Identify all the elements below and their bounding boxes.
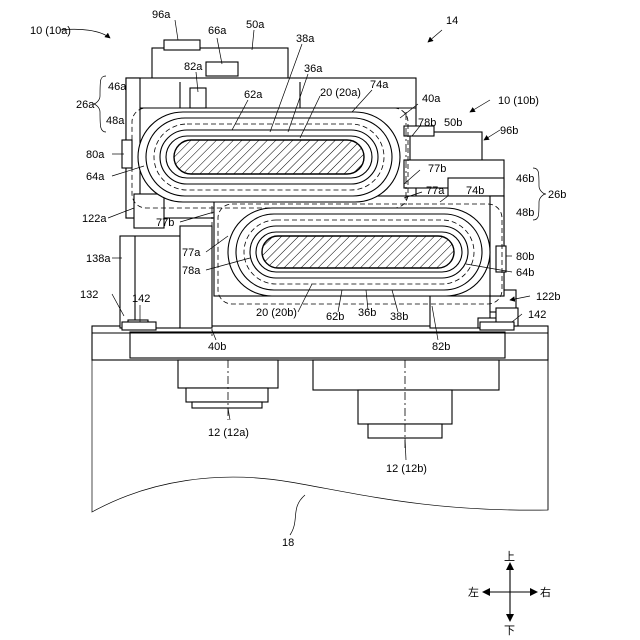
direction-compass: 上 下 左 右 — [468, 550, 551, 637]
compass-right: 右 — [540, 585, 551, 599]
label-26a: 26a — [76, 99, 95, 111]
label-62a: 62a — [244, 89, 263, 101]
label-18: 18 — [282, 537, 294, 549]
label-142-right: 142 — [528, 309, 546, 321]
label-10a: 10 (10a) — [30, 25, 71, 37]
base-plate-132 — [92, 326, 548, 360]
label-36a: 36a — [304, 63, 323, 75]
label-20b: 20 (20b) — [256, 307, 297, 319]
label-12a: 12 (12a) — [208, 427, 249, 439]
label-82a: 82a — [184, 61, 203, 73]
label-138a: 138a — [86, 253, 111, 265]
label-10b: 10 (10b) — [498, 95, 539, 107]
compass-up: 上 — [504, 550, 515, 563]
label-74b: 74b — [466, 185, 484, 197]
label-36b: 36b — [358, 307, 376, 319]
label-38a: 38a — [296, 33, 315, 45]
label-50b: 50b — [444, 117, 462, 129]
label-20a: 20 (20a) — [320, 87, 361, 99]
label-77a-right: 77a — [426, 185, 445, 197]
compass-down: 下 — [504, 624, 515, 637]
label-38b: 38b — [390, 311, 408, 323]
label-66a: 66a — [208, 25, 227, 37]
label-80a: 80a — [86, 149, 105, 161]
lower-case-138a — [120, 226, 212, 328]
connector-12a — [178, 360, 278, 420]
label-78a: 78a — [182, 265, 201, 277]
label-48b: 48b — [516, 207, 534, 219]
label-132: 132 — [80, 289, 98, 301]
label-14: 14 — [446, 15, 458, 27]
label-82b: 82b — [432, 341, 450, 353]
compass-left: 左 — [468, 586, 479, 599]
label-46a: 46a — [108, 81, 127, 93]
label-50a: 50a — [246, 19, 265, 31]
label-48a: 48a — [106, 115, 125, 127]
label-80b: 80b — [516, 251, 534, 263]
label-142-left: 142 — [132, 293, 150, 305]
label-64b: 64b — [516, 267, 534, 279]
label-40a: 40a — [422, 93, 441, 105]
label-122a: 122a — [82, 213, 107, 225]
connector-12b — [313, 360, 499, 450]
label-12b: 12 (12b) — [386, 463, 427, 475]
label-64a: 64a — [86, 171, 105, 183]
label-26b: 26b — [548, 189, 566, 201]
label-78b: 78b — [418, 117, 436, 129]
label-40b: 40b — [208, 341, 226, 353]
label-46b: 46b — [516, 173, 534, 185]
label-96a: 96a — [152, 9, 171, 21]
label-96b: 96b — [500, 125, 518, 137]
label-77a-left: 77a — [182, 247, 201, 259]
label-122b: 122b — [536, 291, 560, 303]
label-62b: 62b — [326, 311, 344, 323]
label-77b-left: 77b — [156, 217, 174, 229]
coil-40a — [132, 108, 408, 208]
label-77b-right: 77b — [428, 163, 446, 175]
coil-40b — [218, 204, 502, 304]
label-74a: 74a — [370, 79, 389, 91]
